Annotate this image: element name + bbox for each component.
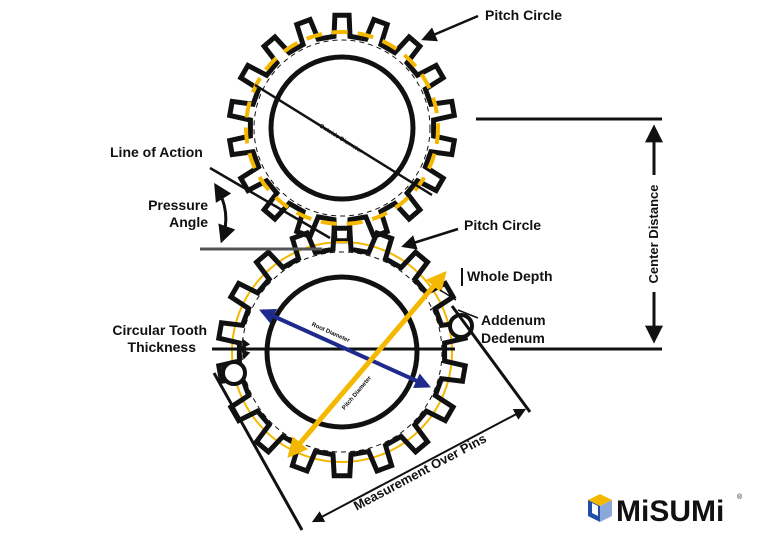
outside-diameter-line xyxy=(254,83,433,197)
addendum-marker xyxy=(429,301,447,311)
measurement-over-pins-label: Measurement Over Pins xyxy=(351,431,489,514)
bottom-bore xyxy=(264,274,420,430)
pressure-angle-label-1: Pressure xyxy=(148,197,208,213)
center-distance-label: Center Distance xyxy=(646,185,661,284)
misumi-logo: MiSUMi ® xyxy=(588,493,743,528)
bottom-root-circle xyxy=(241,251,443,453)
line-of-action-label: Line of Action xyxy=(110,144,203,160)
pins-dimension-arrow xyxy=(311,408,527,523)
pitch-circle-top-leader xyxy=(421,14,479,42)
left-pin xyxy=(221,360,247,386)
outside-diameter-label: Outside Diameter xyxy=(318,123,364,155)
misumi-registered-mark: ® xyxy=(737,493,743,501)
dedendum-label: Dedenum xyxy=(481,330,545,346)
top-bore xyxy=(268,54,416,202)
addendum-leader xyxy=(457,309,479,319)
misumi-logo-text: MiSUMi xyxy=(616,495,724,528)
pitch-circle-bottom-leader xyxy=(401,227,459,250)
line-of-action xyxy=(209,166,331,240)
tooth-thickness-marker xyxy=(241,338,251,360)
whole-depth-label: Whole Depth xyxy=(467,268,553,284)
right-pin xyxy=(448,313,474,339)
pitch-circle-top-label: Pitch Circle xyxy=(485,7,562,23)
pins-extension-right xyxy=(450,305,532,413)
whole-depth-marker xyxy=(439,289,457,301)
pitch-diameter-label: Pitch Diameter xyxy=(341,375,373,412)
pitch-circle-bottom-label: Pitch Circle xyxy=(464,217,541,233)
top-pitch-circle xyxy=(244,30,440,226)
bottom-gear-teeth xyxy=(215,225,469,479)
pressure-angle-label-2: Angle xyxy=(169,214,208,230)
misumi-cube-icon xyxy=(588,494,612,522)
circular-tooth-label-2: Thickness xyxy=(128,339,197,355)
top-gear: Outside Diameter xyxy=(226,12,458,244)
circular-tooth-label-1: Circular Tooth xyxy=(112,322,207,338)
pressure-angle-arc xyxy=(214,182,236,244)
pins-extension-left xyxy=(212,372,304,531)
addendum-label: Addenum xyxy=(481,312,546,328)
top-gear-teeth xyxy=(226,12,458,244)
top-root-circle xyxy=(253,39,431,217)
